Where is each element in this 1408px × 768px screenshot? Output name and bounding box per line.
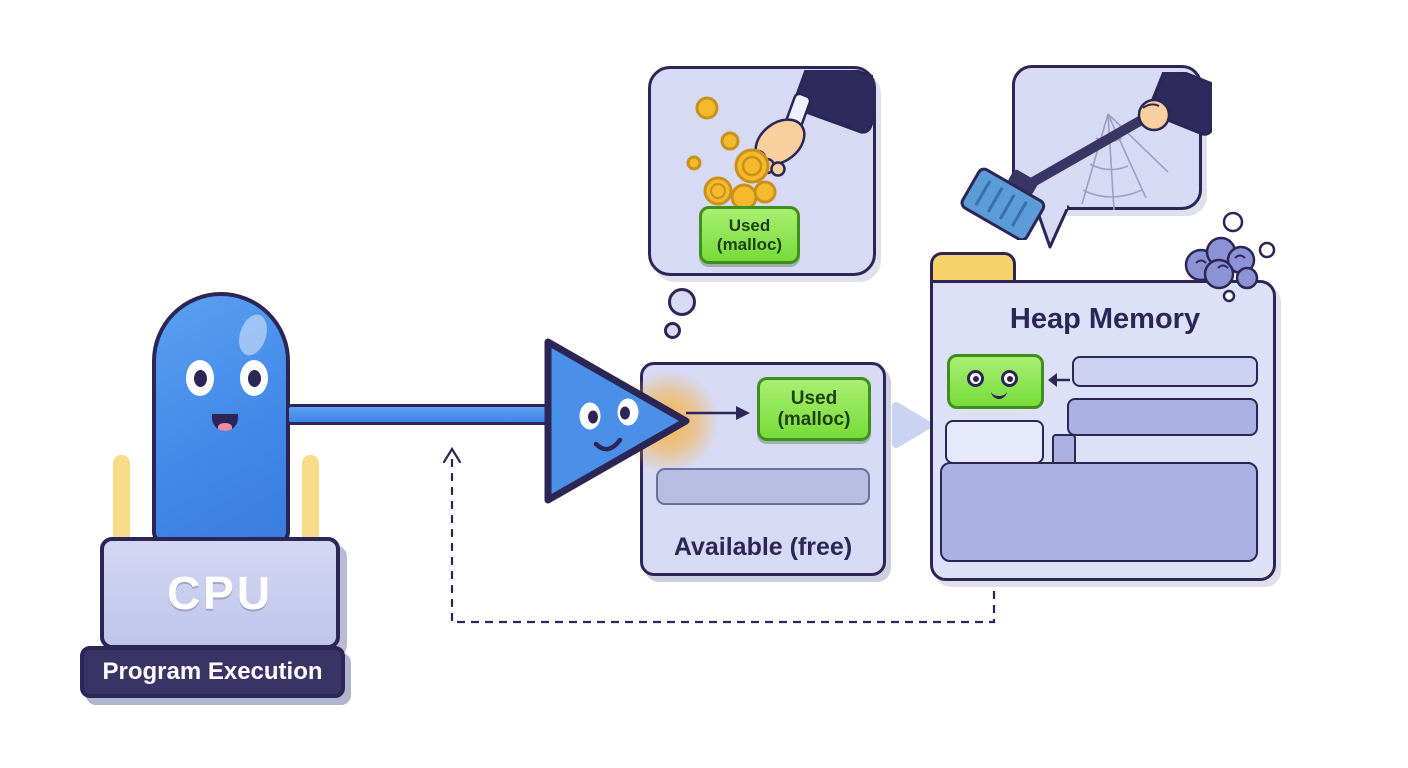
block-smile (991, 390, 1007, 399)
hand-dropping-coins-icon (686, 70, 873, 211)
heap-block-large (940, 462, 1258, 562)
used-malloc-line1: Used (790, 387, 838, 409)
speech-bubble-tail (1034, 205, 1070, 249)
cpu-label: CPU (166, 567, 274, 619)
cpu-base: CPU (100, 537, 340, 649)
block-left-eye (967, 370, 984, 387)
mascot-highlight (234, 311, 272, 359)
used-malloc-badge-thought: Used (malloc) (699, 206, 800, 264)
mascot-right-eye (240, 360, 268, 396)
used-malloc-line1: Used (728, 215, 771, 235)
thought-tail-large (668, 288, 696, 316)
scrub-foam-bubbles-icon (1184, 211, 1276, 303)
broom-sweeping-cobweb-icon (960, 72, 1212, 240)
thought-tail-small (664, 322, 681, 339)
used-malloc-line2: (malloc) (716, 235, 783, 254)
mascot-mouth (212, 414, 238, 431)
program-execution-label: Program Execution (102, 658, 323, 685)
allocation-arrowhead-icon (544, 338, 690, 504)
cpu-pin-right (302, 455, 319, 547)
cpu-pin-left (113, 455, 130, 547)
block-right-eye (1001, 370, 1018, 387)
heap-block-small (945, 420, 1044, 464)
heap-block-purple (1067, 398, 1258, 436)
points-to-arrow-icon (1048, 373, 1070, 387)
used-malloc-badge-panel: Used (malloc) (757, 377, 871, 441)
used-malloc-line2: (malloc) (777, 409, 851, 430)
program-mascot (152, 292, 290, 544)
heap-allocated-block (947, 354, 1044, 409)
program-execution-caption: Program Execution (80, 646, 345, 698)
heap-memory-title: Heap Memory (1009, 303, 1201, 335)
available-free-label: Available (free) (673, 533, 853, 561)
allocation-arrow-shaft (286, 404, 558, 425)
heap-block-light (1072, 356, 1258, 387)
transfer-chevron-icon (892, 402, 932, 448)
mascot-tongue (218, 423, 232, 431)
mascot-left-eye (186, 360, 214, 396)
